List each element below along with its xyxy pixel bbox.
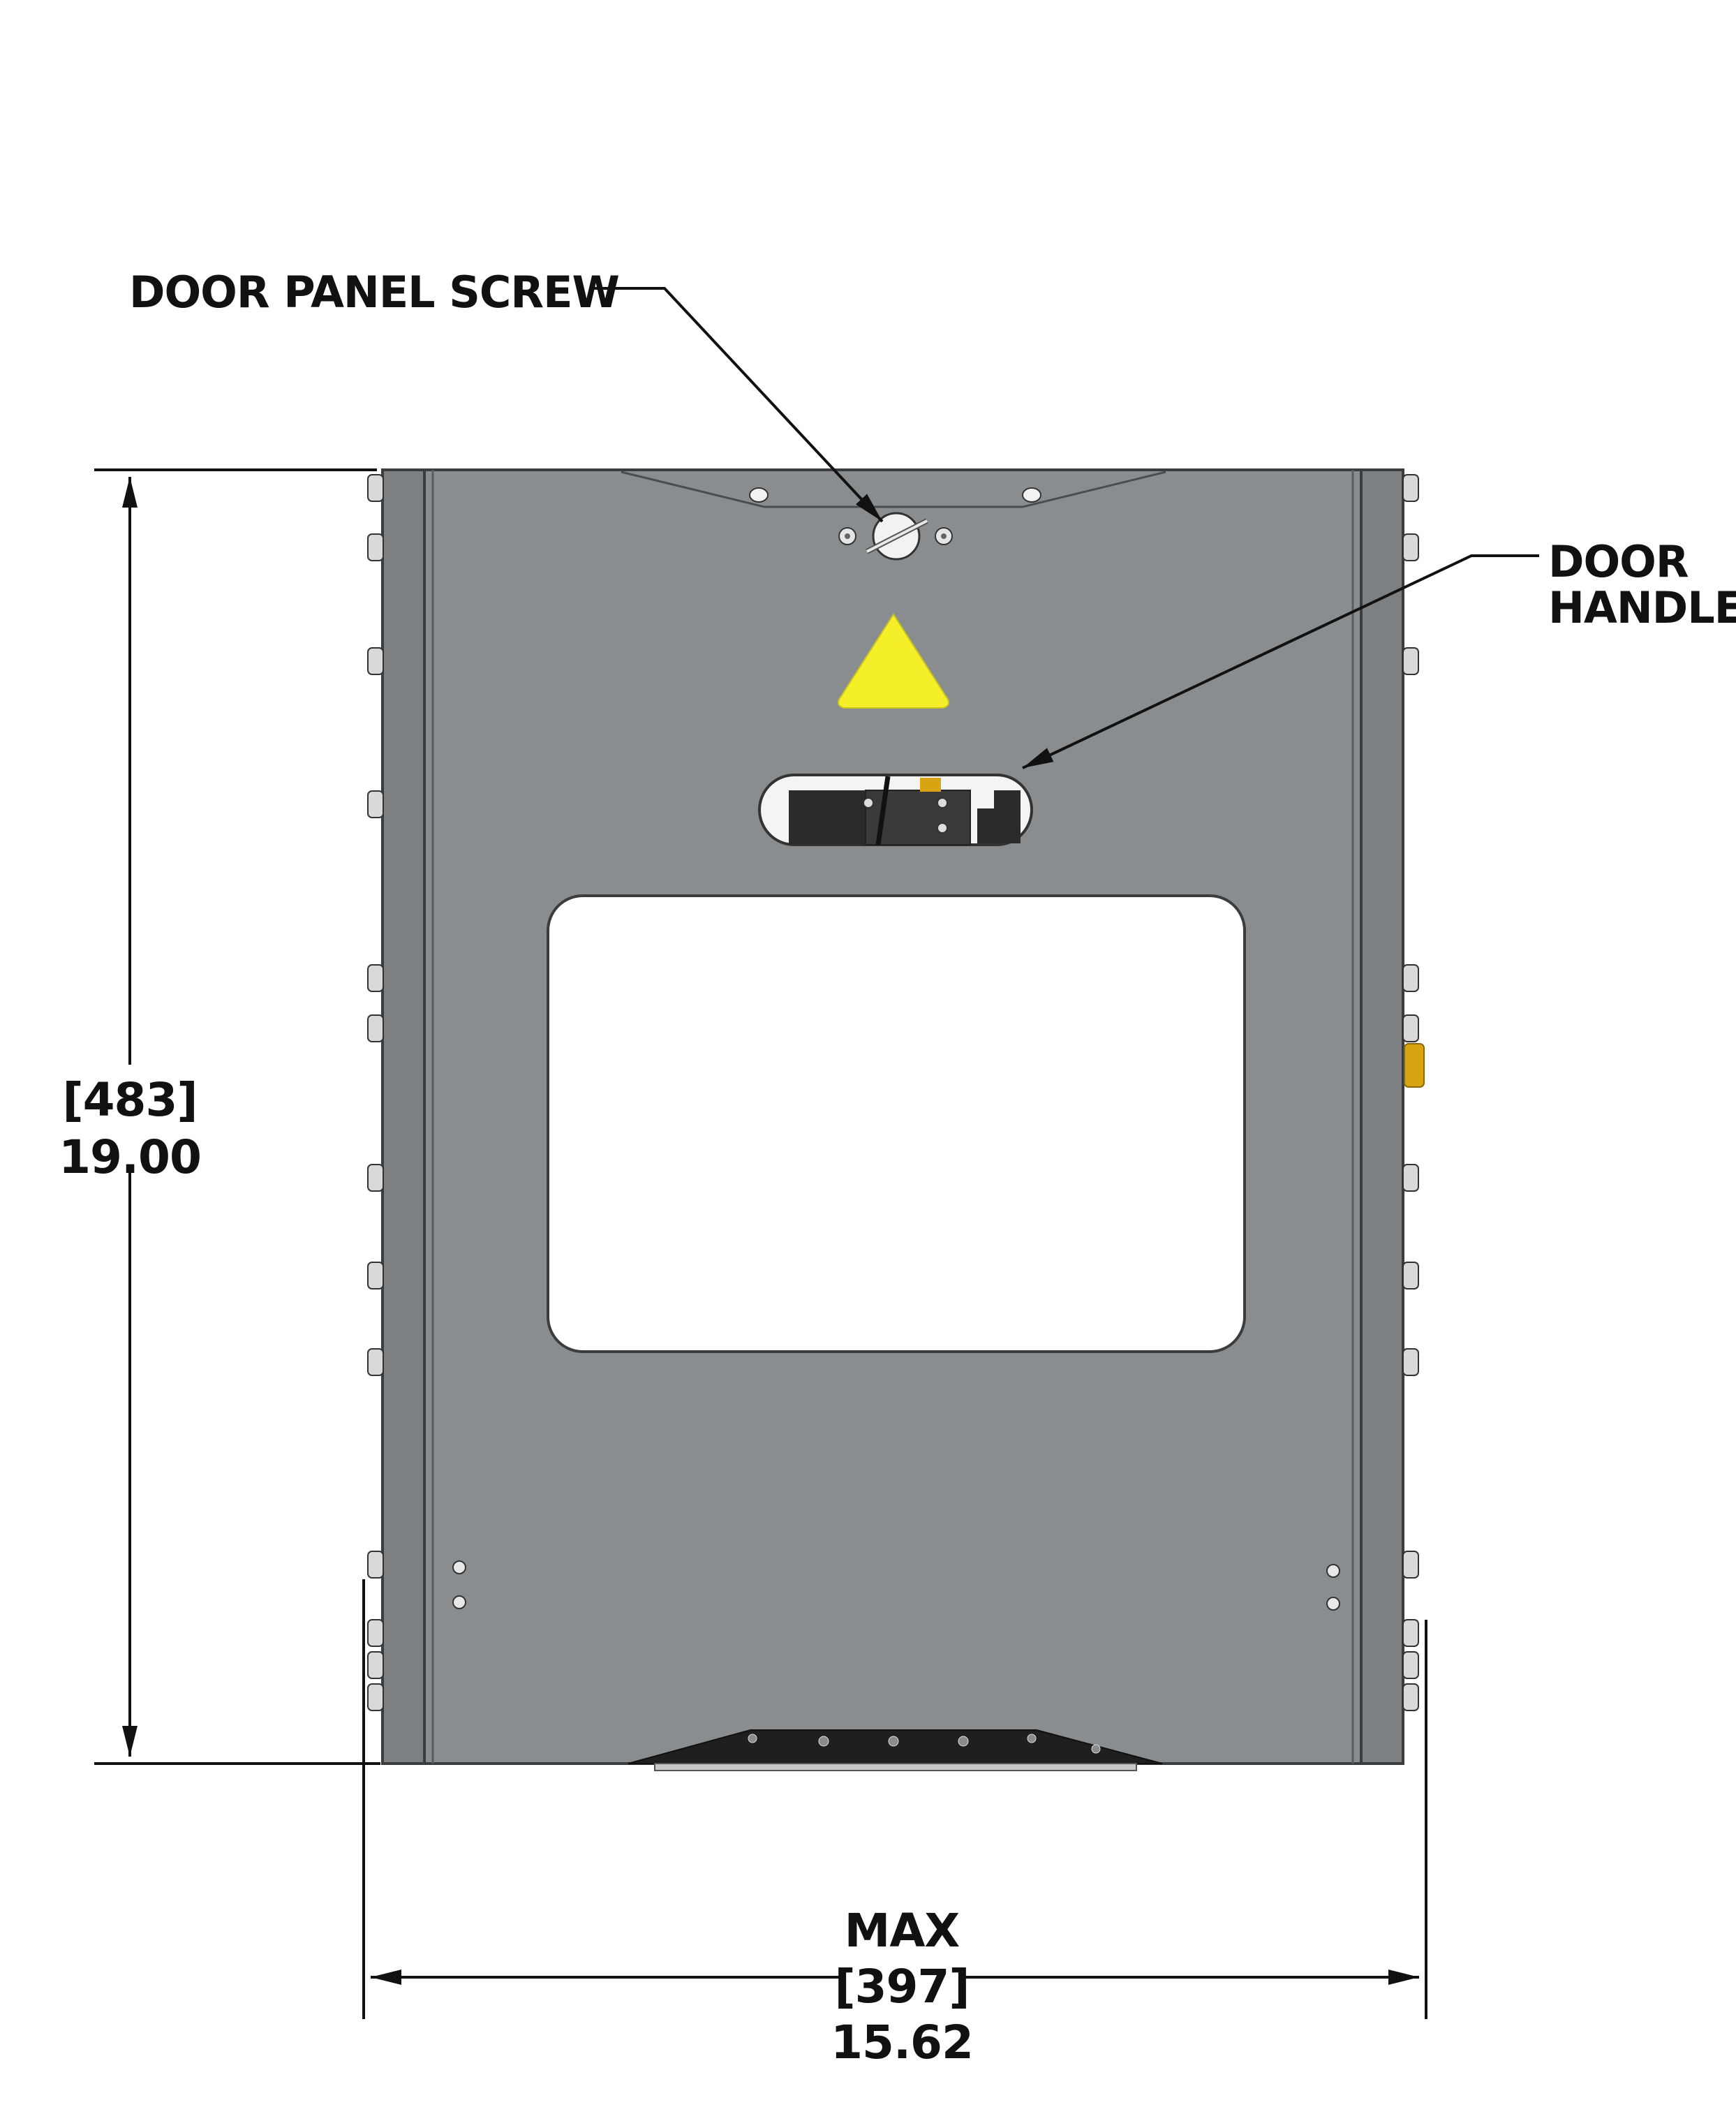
screw-icon (838, 512, 953, 561)
width-metric-value: [397] (834, 1960, 969, 2014)
height-metric-value: [483] (62, 1073, 197, 1127)
door-panel-screw-label: DOOR PANEL SCREW (129, 267, 619, 318)
door-handle-leader (1022, 554, 1539, 769)
left-side-bolts (367, 474, 384, 1711)
height-imperial-value: 19.00 (59, 1130, 201, 1184)
door-panel-screw-leader (592, 287, 884, 523)
height-dimension (94, 468, 380, 1765)
door-handle-label-line1: DOOR (1548, 536, 1689, 587)
width-max-label: MAX (845, 1904, 960, 1958)
panel-screws (452, 1560, 1340, 1611)
warning-triangle-icon (838, 613, 949, 709)
width-dimension (362, 1579, 1427, 2019)
door-handle (758, 774, 1033, 846)
brass-fitting (1404, 1043, 1425, 1088)
right-side-rail (1358, 468, 1404, 1765)
door-handle-label-line2: HANDLE (1548, 582, 1736, 633)
leader-lines (592, 287, 1539, 769)
right-side-bolts (1402, 474, 1419, 1711)
width-imperial-value: 15.62 (831, 2016, 973, 2069)
bottom-plate (628, 1729, 1163, 1771)
viewing-window (547, 894, 1246, 1353)
top-bevel (621, 471, 1166, 508)
left-side-rail (381, 468, 427, 1765)
cabinet-front-view (367, 468, 1425, 1771)
